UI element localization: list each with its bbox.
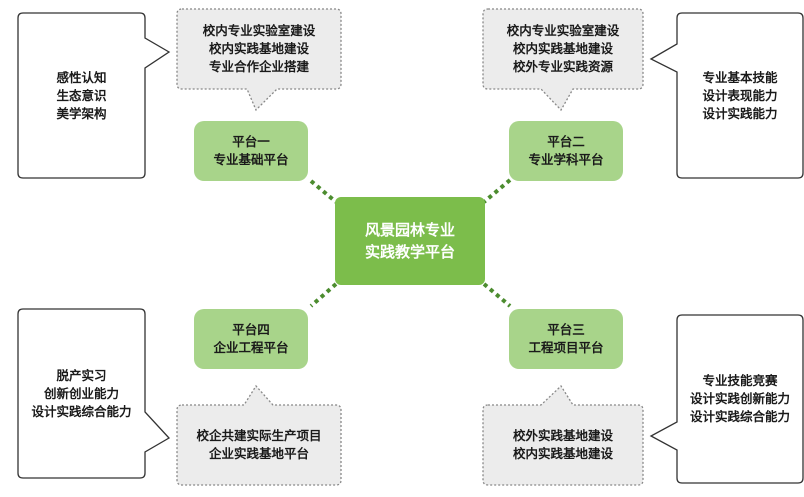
ability-1-item: 感性认知 <box>56 69 107 85</box>
platform-node-1 <box>194 121 308 181</box>
resource-4-text: 校企共建实际生产项目 企业实践基地平台 <box>177 405 341 485</box>
platform-4-title: 企业工程平台 <box>213 340 289 355</box>
platform-node-3 <box>509 309 623 369</box>
platform-node-2 <box>509 121 623 181</box>
platform-3-name: 平台三 <box>547 322 585 337</box>
connector-platform-4 <box>309 282 338 308</box>
connector-platform-2 <box>482 178 512 204</box>
ability-4-item: 设计实践综合能力 <box>31 403 132 419</box>
platform-2-label: 平台二 专业学科平台 <box>509 121 623 181</box>
resource-2-text: 校内专业实验室建设 校内实践基地建设 校外专业实践资源 <box>483 9 643 89</box>
connector-platform-1 <box>309 179 338 204</box>
ability-3-item: 设计实践创新能力 <box>689 391 790 406</box>
ability-callout-1 <box>17 12 171 179</box>
ability-3-item: 设计实践综合能力 <box>689 409 790 424</box>
resource-callout-2 <box>482 8 644 112</box>
resource-2-item: 校内实践基地建设 <box>512 41 613 56</box>
resource-callout-1 <box>176 8 342 112</box>
resource-callout-3 <box>482 384 644 486</box>
ability-2-item: 设计实践能力 <box>702 105 778 121</box>
platform-4-label: 平台四 企业工程平台 <box>194 309 308 369</box>
platform-1-label: 平台一 专业基础平台 <box>194 121 308 181</box>
resource-4-item: 企业实践基地平台 <box>208 446 309 461</box>
resource-callout-4 <box>176 384 342 486</box>
ability-callout-2 <box>649 12 804 179</box>
ability-2-text: 专业基本技能 设计表现能力 设计实践能力 <box>677 13 803 178</box>
platform-1-name: 平台一 <box>232 134 270 149</box>
ability-4-text: 脱产实习 创新创业能力 设计实践综合能力 <box>18 309 145 478</box>
ability-1-item: 美学架构 <box>56 105 107 121</box>
resource-1-item: 校内专业实验室建设 <box>202 23 316 38</box>
ability-2-item: 设计表现能力 <box>702 87 778 103</box>
platform-3-title: 工程项目平台 <box>528 340 604 355</box>
ability-2-item: 专业基本技能 <box>702 69 778 85</box>
resource-4-item: 校企共建实际生产项目 <box>196 428 322 443</box>
resource-1-item: 校内实践基地建设 <box>208 41 309 56</box>
ability-callout-4 <box>17 308 171 479</box>
ability-4-item: 创新创业能力 <box>43 385 119 401</box>
ability-4-item: 脱产实习 <box>56 367 107 383</box>
center-title-line-1: 风景园林专业 <box>364 221 455 239</box>
ability-3-text: 专业技能竞赛 设计实践创新能力 设计实践综合能力 <box>677 315 803 483</box>
resource-2-item: 校内专业实验室建设 <box>506 23 620 38</box>
resource-1-item: 专业合作企业搭建 <box>208 59 309 74</box>
resource-3-item: 校外实践基地建设 <box>512 428 613 443</box>
platform-3-label: 平台三 工程项目平台 <box>509 309 623 369</box>
ability-1-item: 生态意识 <box>56 87 107 103</box>
platform-2-title: 专业学科平台 <box>528 152 604 167</box>
connector-platform-3 <box>482 282 512 308</box>
platform-2-name: 平台二 <box>547 134 585 149</box>
ability-1-text: 感性认知 生态意识 美学架构 <box>18 13 145 178</box>
resource-2-item: 校外专业实践资源 <box>512 59 613 74</box>
platform-node-4 <box>194 309 308 369</box>
resource-1-text: 校内专业实验室建设 校内实践基地建设 专业合作企业搭建 <box>177 9 341 89</box>
platform-4-name: 平台四 <box>232 322 270 337</box>
ability-callout-3 <box>649 314 804 484</box>
center-node-label: 风景园林专业 实践教学平台 <box>335 197 485 285</box>
ability-3-item: 专业技能竞赛 <box>702 373 778 388</box>
platform-1-title: 专业基础平台 <box>213 152 289 167</box>
resource-3-item: 校内实践基地建设 <box>512 446 613 461</box>
center-node <box>335 197 485 285</box>
resource-3-text: 校外实践基地建设 校内实践基地建设 <box>483 405 643 485</box>
center-title-line-2: 实践教学平台 <box>364 243 455 261</box>
